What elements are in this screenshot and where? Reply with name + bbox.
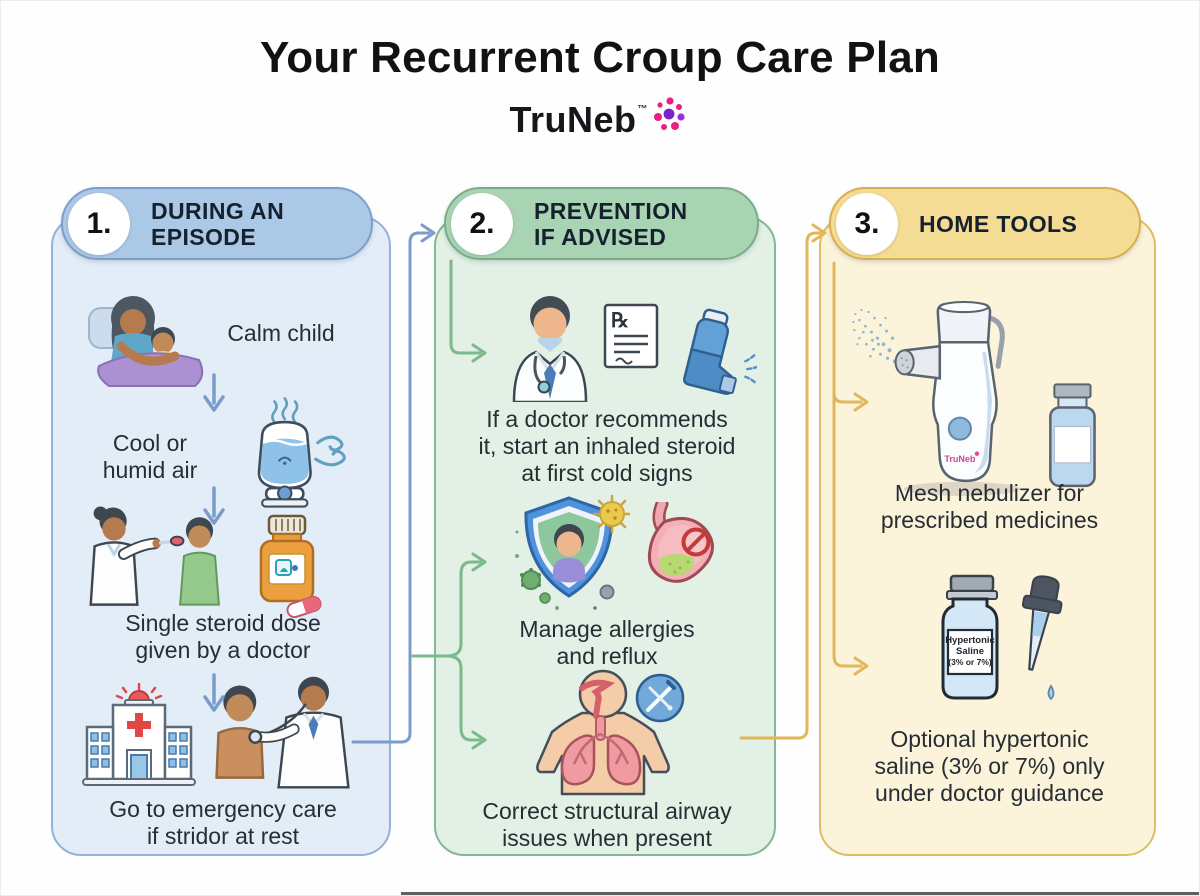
brand-dots-icon: [653, 97, 685, 130]
airway-anatomy-icon: [524, 668, 689, 798]
column-2-title: PREVENTION IF ADVISED: [534, 197, 688, 250]
hospital-emergency-icon: [75, 682, 203, 790]
vial-label-line1: Hypertonic: [945, 635, 995, 646]
saline-vial-dropper-icon: Hypertonic Saline (3% or 7%): [921, 574, 1073, 712]
page-title: Your Recurrent Croup Care Plan: [260, 33, 940, 82]
bottom-edge-artifact: [401, 892, 1199, 895]
column-prevention: ℞ If a doct: [434, 216, 776, 856]
doctor-giving-medicine-icon: [81, 502, 251, 614]
column-3-header: 3. HOME TOOLS: [829, 187, 1141, 260]
step-label-airway-issues: Correct structural airway issues when pr…: [482, 798, 732, 851]
mist-spray: [852, 308, 897, 364]
column-2-number-badge: 2.: [451, 192, 513, 255]
column-3-title: HOME TOOLS: [919, 210, 1078, 237]
stomach-reflux-icon: [632, 502, 724, 606]
prescription-paper-icon: ℞: [602, 302, 660, 370]
doctor-icon: [500, 294, 600, 402]
column-1-title: DURING AN EPISODE: [151, 197, 285, 250]
column-1-header: 1. DURING AN EPISODE: [61, 187, 373, 260]
hypertonic-saline-vial-icon: Hypertonic Saline (3% or 7%): [941, 574, 999, 700]
step-label-calm-child: Calm child: [227, 320, 335, 346]
nebulizer-brand-label: TruNeb: [944, 454, 976, 464]
step-label-mesh-nebulizer: Mesh nebulizer for prescribed medicines: [880, 480, 1099, 533]
saline-drop: [1047, 684, 1055, 701]
dropper-icon: [1021, 575, 1063, 671]
brand-name: TruNeb: [509, 99, 637, 140]
column-during-episode: Calm child Cool or humid air: [51, 216, 391, 856]
pill-bottle-icon: [249, 510, 327, 622]
step-label-steroid-dose: Single steroid dose given by a doctor: [125, 610, 321, 663]
parent-comforting-child-icon: [83, 284, 223, 402]
mesh-nebulizer-icon: TruNeb: [845, 300, 1117, 506]
step-label-emergency-care: Go to emergency care if stridor at rest: [109, 796, 337, 849]
step-label-hypertonic-saline: Optional hypertonic saline (3% or 7%) on…: [874, 726, 1105, 806]
step-label-allergies-reflux: Manage allergies and reflux: [519, 616, 695, 669]
column-2-header: 2. PREVENTION IF ADVISED: [444, 187, 759, 260]
column-1-number-badge: 1.: [68, 192, 130, 255]
vial-label-line2: Saline: [956, 646, 984, 657]
inhaler-icon: [662, 306, 757, 403]
step-label-inhaled-steroid: If a doctor recommends it, start an inha…: [478, 406, 736, 486]
allergy-shield-icon: [508, 492, 630, 618]
rx-symbol: ℞: [611, 310, 629, 332]
trademark-symbol: ™: [637, 104, 648, 115]
step-label-cool-humid-air: Cool or humid air: [102, 430, 198, 483]
brand-logo: TruNeb ™: [1, 97, 1199, 140]
vial-label-line3: (3% or 7%): [948, 657, 992, 667]
column-home-tools: TruNeb Mesh nebulizer for prescribed med…: [819, 216, 1156, 856]
medicine-vial-icon: [1049, 383, 1096, 488]
doctor-examining-child-icon: [201, 676, 361, 792]
humidifier-icon: [225, 394, 361, 512]
column-3-number-badge: 3.: [836, 192, 898, 255]
